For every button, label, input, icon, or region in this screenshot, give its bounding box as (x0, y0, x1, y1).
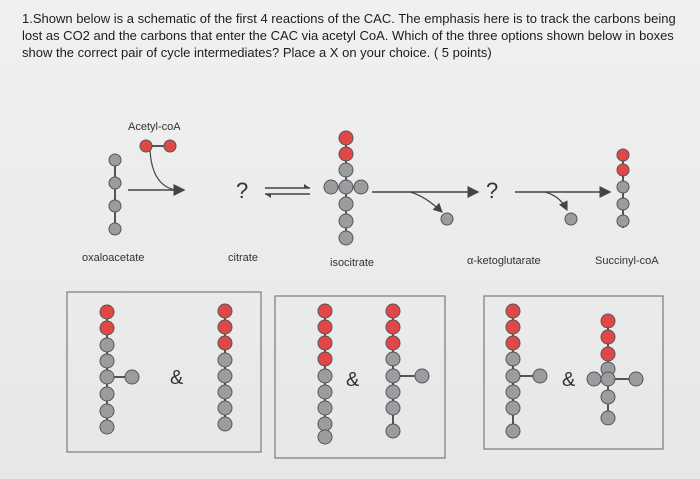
unknown-citrate-mark: ? (236, 178, 248, 203)
citrate-label: citrate (228, 252, 258, 264)
oxaloacetate-label: oxaloacetate (82, 252, 144, 264)
acetyl-coa-label: Acetyl-coA (128, 121, 181, 133)
option-1-molecules: & (99, 303, 233, 435)
option-3-molecules: & (505, 303, 644, 439)
alpha-ketoglutarate-label: α-ketoglutarate (467, 255, 541, 267)
co2-carbon-1 (440, 212, 454, 226)
isocitrate-molecule (323, 130, 369, 246)
isocitrate-label: isocitrate (330, 257, 374, 269)
cac-schematic: Acetyl-coA ? (82, 121, 659, 269)
option-2-molecules: & (317, 303, 430, 445)
succinyl-coa-label: Succinyl-coA (595, 255, 659, 267)
option-1-ampersand: & (170, 367, 184, 389)
co2-carbon-2 (564, 212, 578, 226)
question-text: 1.Shown below is a schematic of the firs… (22, 11, 676, 60)
equilibrium-arrow (265, 184, 310, 198)
acetyl-coa: Acetyl-coA (128, 121, 181, 153)
option-box-3[interactable] (483, 295, 664, 450)
option-box-1[interactable] (66, 291, 262, 453)
option-2-ampersand: & (346, 369, 360, 391)
succinyl-coa-molecule (616, 148, 630, 228)
option-3-ampersand: & (562, 369, 576, 391)
unknown-ketoglutarate-mark: ? (486, 178, 498, 203)
oxaloacetate-molecule (108, 153, 122, 236)
option-box-2[interactable] (274, 295, 446, 459)
